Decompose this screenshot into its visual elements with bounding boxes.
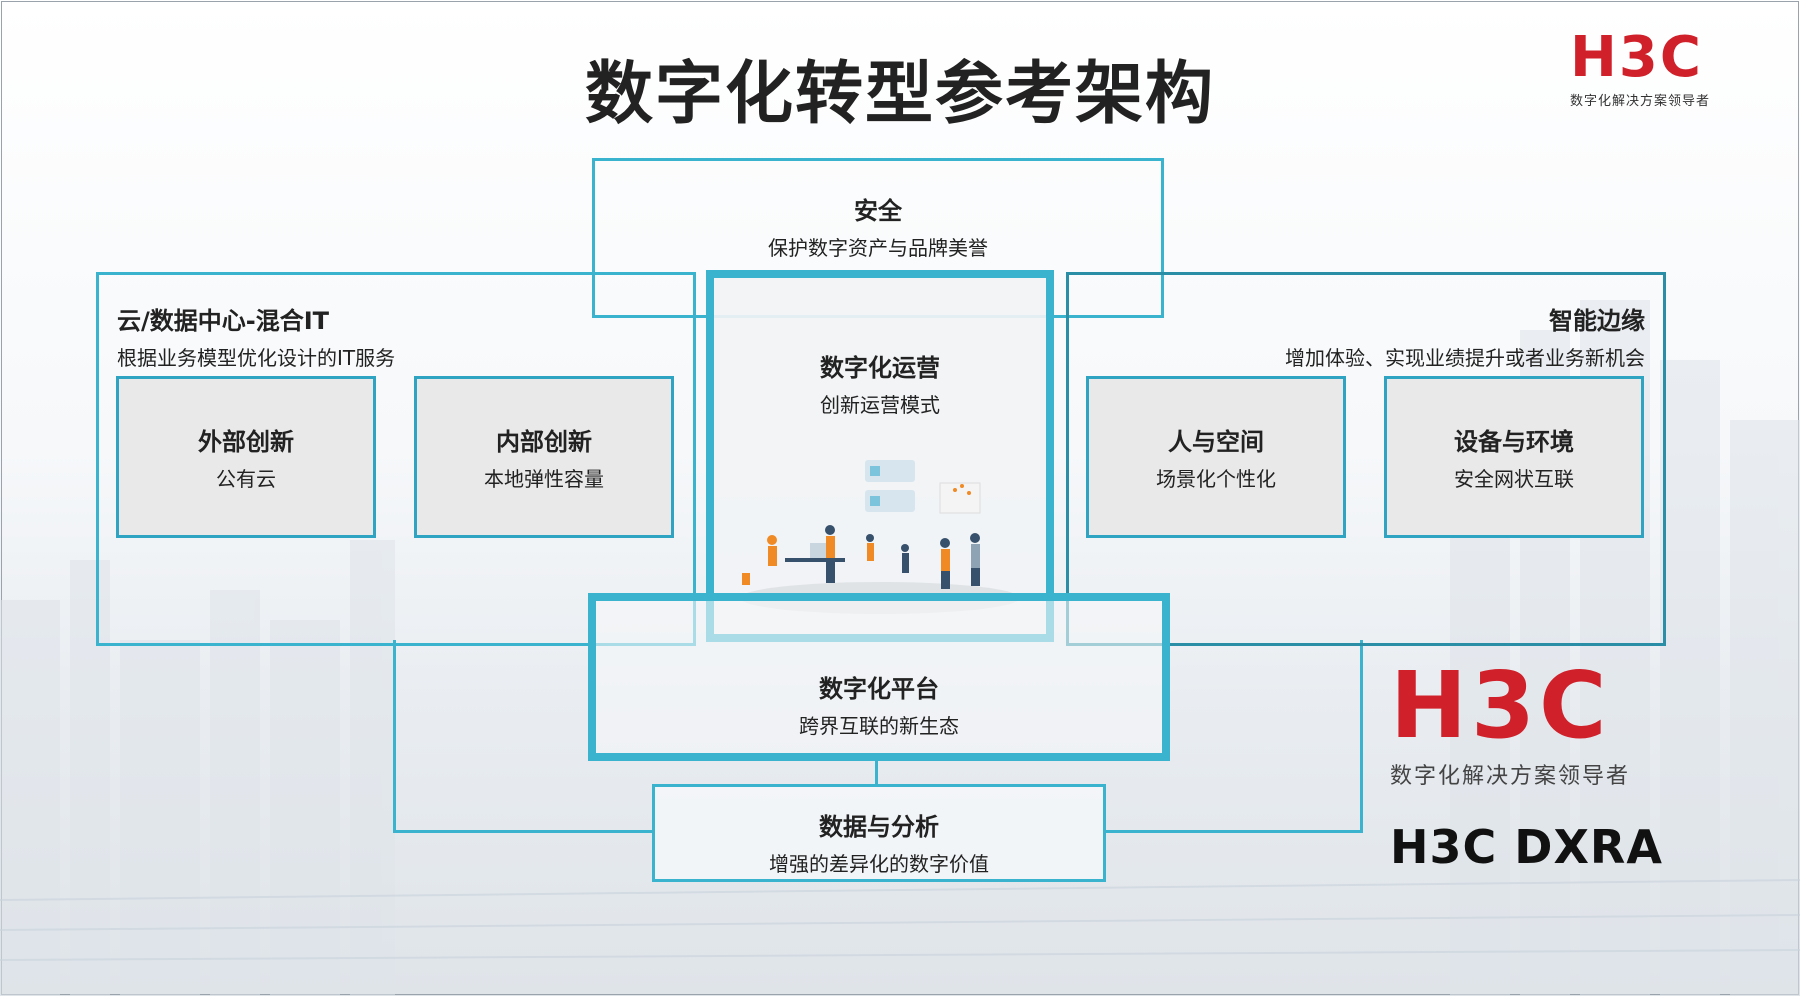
product-name: H3C DXRA [1390, 820, 1663, 874]
cloud-item-title: 外部创新 [198, 428, 294, 456]
cloud-item-external: 外部创新 公有云 [116, 376, 376, 538]
edge-item-subtitle: 场景化个性化 [1156, 467, 1276, 491]
platform-title: 数字化平台 [819, 675, 939, 703]
analytics-box: 数据与分析 增强的差异化的数字价值 [652, 784, 1106, 882]
brand-mark: H3C [1390, 652, 1611, 759]
operations-box: 数字化运营 创新运营模式 [706, 270, 1054, 642]
cloud-box: 云/数据中心-混合IT 根据业务模型优化设计的IT服务 [96, 272, 696, 646]
connector-right-vertical [1360, 640, 1363, 832]
h3c-brand-logo: H3C 数字化解决方案领导者 [1390, 660, 1690, 790]
platform-subtitle: 跨界互联的新生态 [799, 714, 959, 738]
cloud-title: 云/数据中心-混合IT [117, 307, 330, 335]
edge-item-title: 设备与环境 [1454, 428, 1574, 456]
cloud-item-internal: 内部创新 本地弹性容量 [414, 376, 674, 538]
edge-item-devices-environment: 设备与环境 安全网状互联 [1384, 376, 1644, 538]
connector-platform-analytics [875, 758, 878, 786]
security-title: 安全 [854, 197, 902, 225]
edge-item-people-space: 人与空间 场景化个性化 [1086, 376, 1346, 538]
brand-tagline: 数字化解决方案领导者 [1390, 764, 1631, 789]
edge-item-subtitle: 安全网状互联 [1454, 467, 1574, 491]
edge-subtitle: 增加体验、实现业绩提升或者业务新机会 [1285, 346, 1645, 370]
security-subtitle: 保护数字资产与品牌美誉 [768, 236, 988, 260]
h3c-logo: H3C 数字化解决方案领导者 [1570, 25, 1750, 110]
edge-title: 智能边缘 [1549, 307, 1645, 335]
edge-item-title: 人与空间 [1168, 428, 1264, 456]
operations-title: 数字化运营 [820, 354, 940, 382]
logo-tagline: 数字化解决方案领导者 [1570, 94, 1711, 109]
operations-subtitle: 创新运营模式 [820, 393, 940, 417]
analytics-title: 数据与分析 [819, 813, 939, 841]
analytics-subtitle: 增强的差异化的数字价值 [769, 852, 989, 876]
cloud-item-subtitle: 公有云 [216, 467, 276, 491]
connector-right-horizontal [1105, 830, 1363, 833]
edge-box: 智能边缘 增加体验、实现业绩提升或者业务新机会 [1066, 272, 1666, 646]
page-title: 数字化转型参考架构 [584, 55, 1215, 134]
cloud-item-title: 内部创新 [496, 428, 592, 456]
connector-left-horizontal [393, 830, 653, 833]
cloud-subtitle: 根据业务模型优化设计的IT服务 [117, 346, 396, 370]
connector-left-vertical [393, 640, 396, 832]
logo-mark: H3C [1570, 25, 1703, 90]
cloud-item-subtitle: 本地弹性容量 [484, 467, 604, 491]
platform-box: 数字化平台 跨界互联的新生态 [588, 593, 1170, 761]
